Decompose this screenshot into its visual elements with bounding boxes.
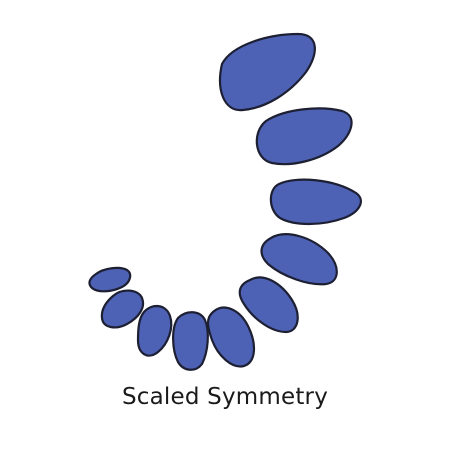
petal-2 [255,107,353,166]
petal-4 [260,233,338,286]
petal-1 [218,32,316,112]
petal-7 [172,311,209,371]
petal-3 [269,178,362,226]
petal-5 [238,276,299,334]
petal-10 [88,266,132,293]
caption: Scaled Symmetry [121,384,329,410]
petal-9 [100,289,145,329]
petal-8 [136,305,173,357]
petal-6 [206,306,255,368]
